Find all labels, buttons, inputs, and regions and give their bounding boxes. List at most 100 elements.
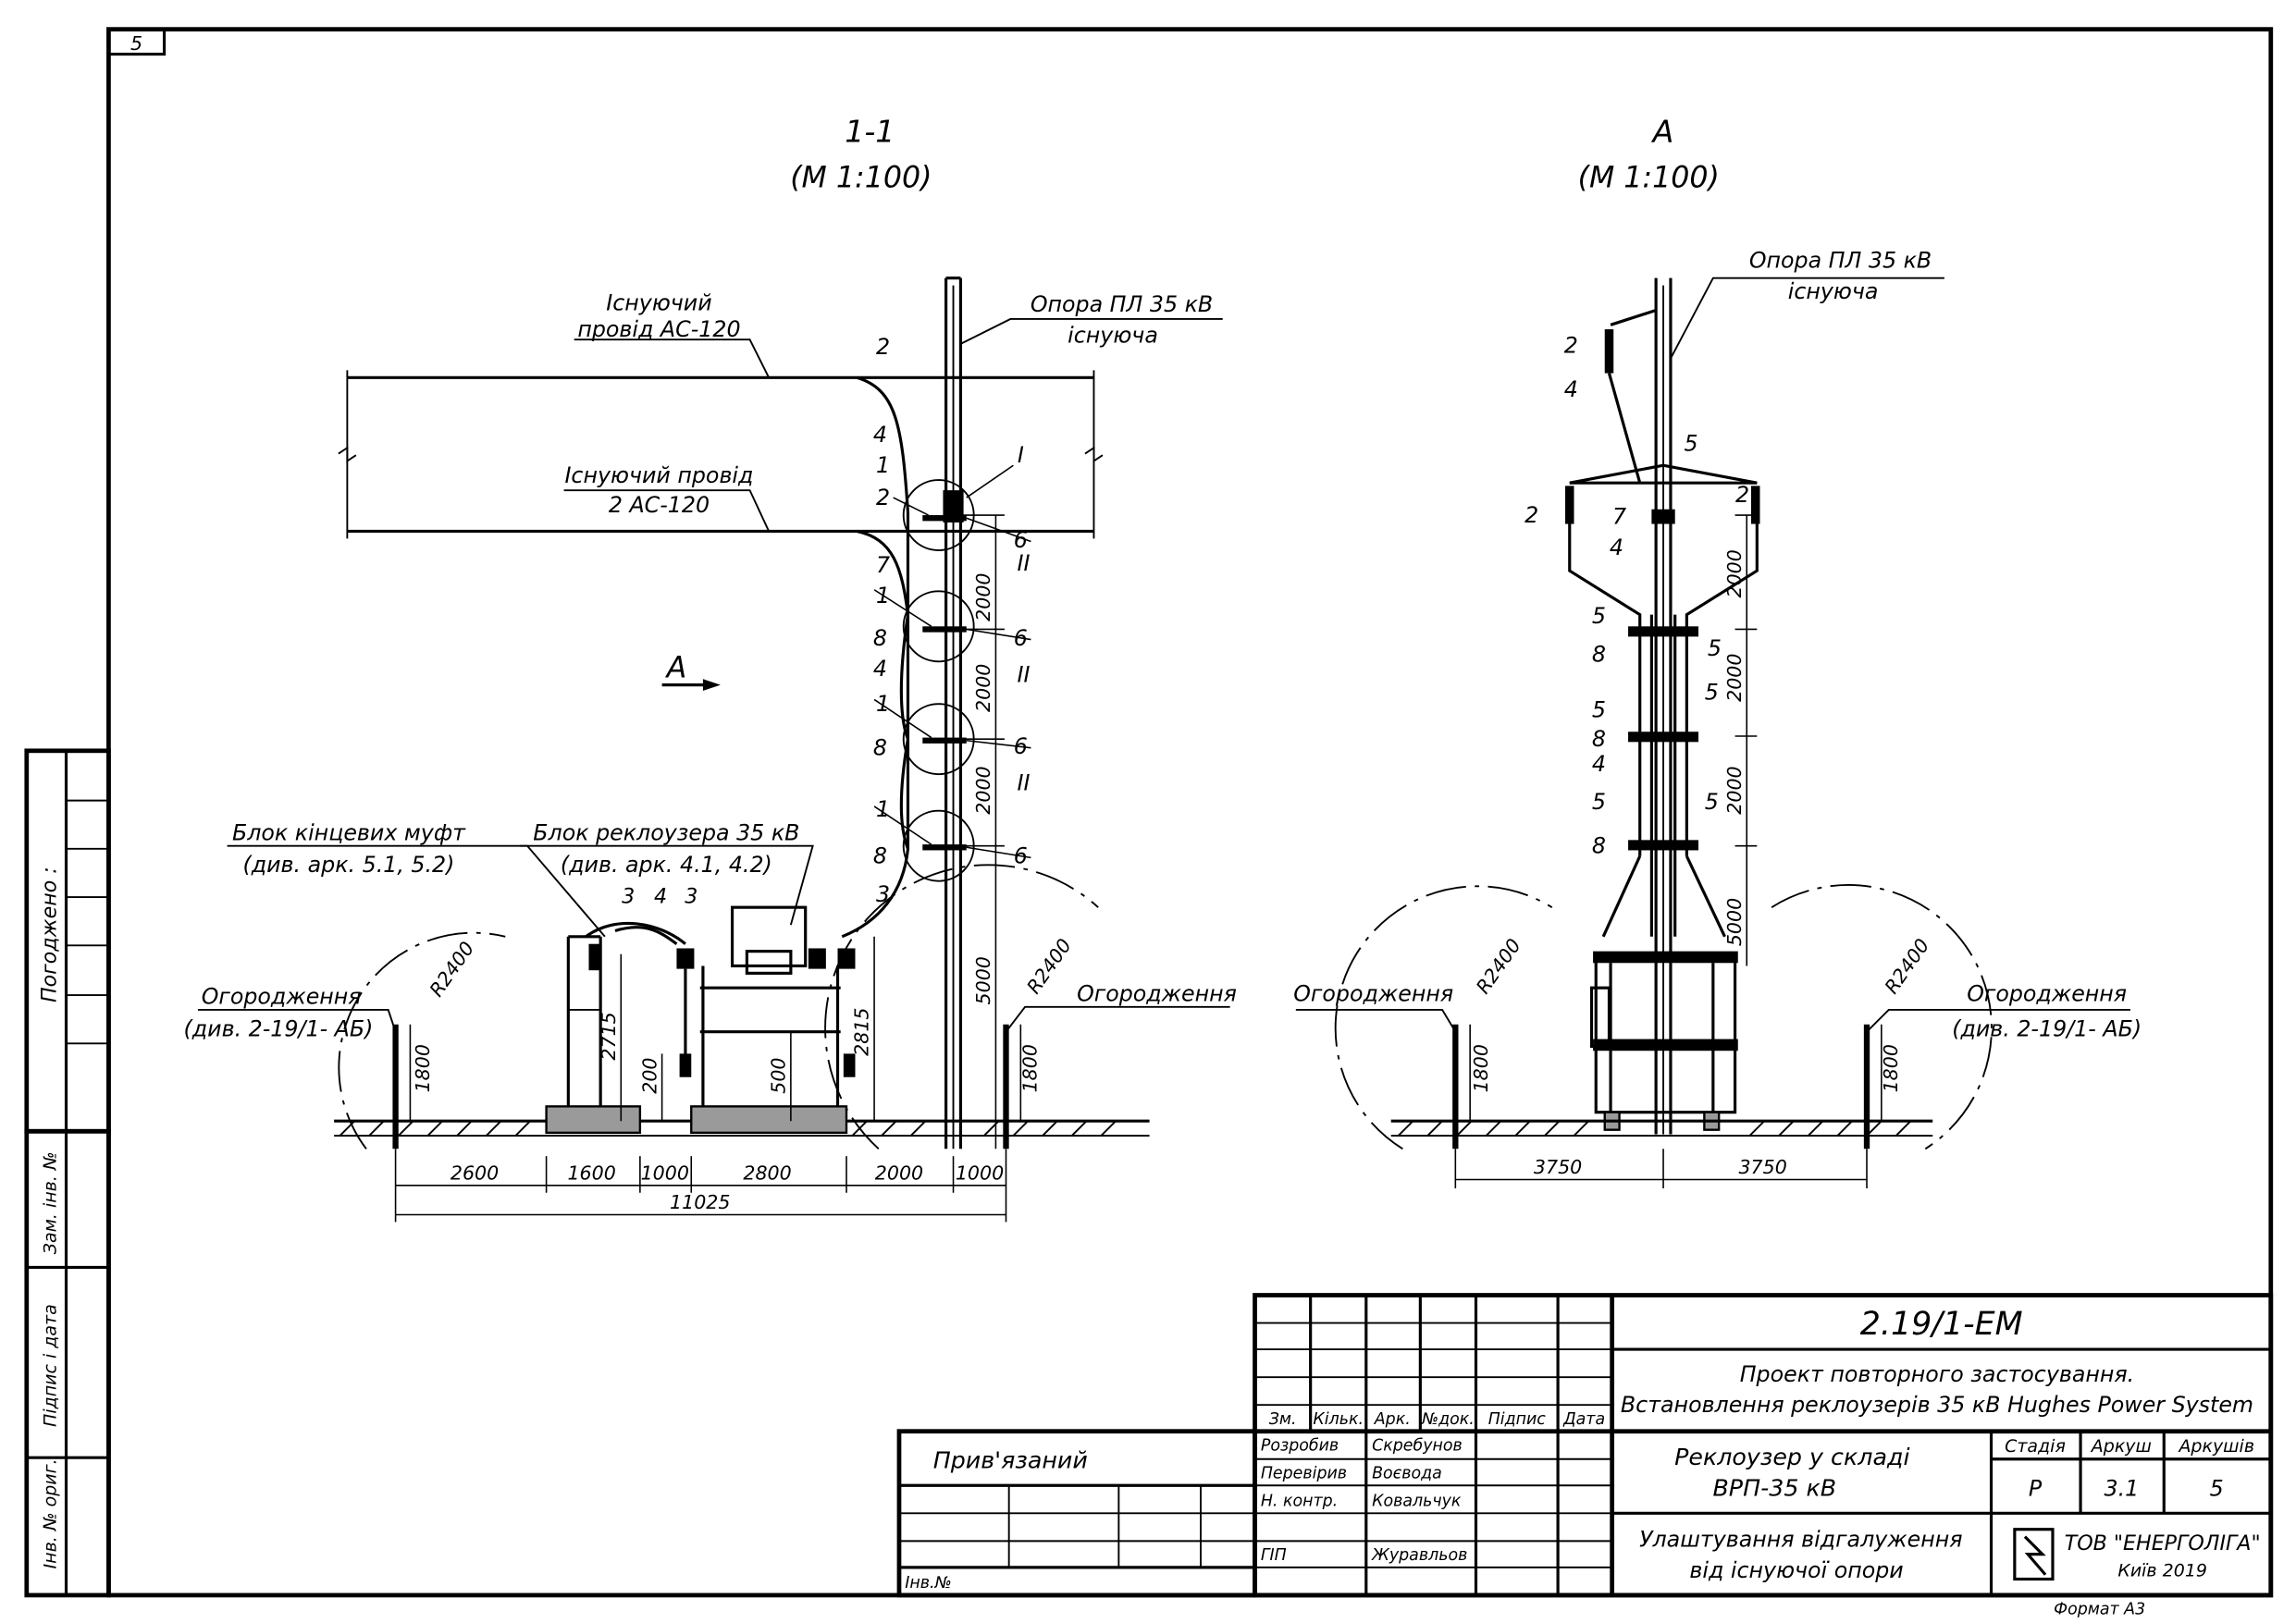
svg-text:2800: 2800 bbox=[743, 1162, 791, 1185]
svg-text:Розробив: Розробив bbox=[1261, 1436, 1339, 1455]
sheets-label: Аркушів bbox=[2177, 1436, 2254, 1457]
stage-value: Р bbox=[2029, 1475, 2043, 1501]
svg-text:2000: 2000 bbox=[972, 572, 994, 621]
callout-muff-block-l2: (див. арк. 5.1, 5.2) bbox=[242, 852, 454, 878]
svg-text:1800: 1800 bbox=[1880, 1044, 1902, 1092]
svg-text:4: 4 bbox=[1592, 751, 1606, 777]
callout-pole-l1: Опора ПЛ 35 кВ bbox=[1031, 291, 1213, 317]
signatory-names: Скребунов Воєвода Ковальчук Журавльов bbox=[1371, 1436, 1467, 1565]
sheet-title-line2: від існуючої опори bbox=[1689, 1557, 1903, 1583]
svg-text:4: 4 bbox=[873, 656, 887, 682]
recloser-block bbox=[585, 905, 856, 1135]
callout-fence-right: Огородження bbox=[1077, 980, 1237, 1006]
svg-text:2600: 2600 bbox=[451, 1162, 499, 1185]
svg-text:2: 2 bbox=[1564, 332, 1578, 358]
svg-text:Скребунов: Скребунов bbox=[1372, 1436, 1463, 1455]
callout-fence-left-l2: (див. 2-19/1- АБ) bbox=[184, 1015, 374, 1041]
bottom-dimensions-a bbox=[1454, 1149, 1868, 1188]
svg-text:2000: 2000 bbox=[1723, 654, 1746, 702]
agreed-label: Погоджено : bbox=[37, 867, 61, 1002]
svg-text:1000: 1000 bbox=[956, 1162, 1004, 1185]
svg-text:2815: 2815 bbox=[851, 1007, 873, 1055]
pole-35kv bbox=[922, 277, 967, 1150]
svg-text:Кільк.: Кільк. bbox=[1313, 1410, 1364, 1429]
svg-text:3750: 3750 bbox=[1738, 1156, 1786, 1178]
svg-text:Зм.: Зм. bbox=[1269, 1410, 1297, 1429]
svg-text:8: 8 bbox=[873, 625, 887, 651]
svg-text:8: 8 bbox=[1592, 833, 1606, 859]
svg-text:2: 2 bbox=[1524, 502, 1538, 528]
callout-fence-a-right-l1: Огородження bbox=[1967, 980, 2127, 1006]
svg-text:1: 1 bbox=[876, 452, 890, 478]
callout-fence-a-left: Огородження bbox=[1293, 980, 1453, 1006]
muff-block bbox=[545, 935, 642, 1135]
sheet-value: 3.1 bbox=[2104, 1475, 2139, 1501]
marks-top-block: 3 4 3 bbox=[622, 884, 697, 908]
doc-title-line1: Реклоузер у складі bbox=[1674, 1443, 1909, 1470]
svg-text:I: I bbox=[1018, 442, 1024, 468]
stage-label: Стадія bbox=[2005, 1436, 2066, 1457]
replace-inv-label: Зам. інв. № bbox=[40, 1151, 60, 1254]
section-1-1-scale: (М 1:100) bbox=[790, 162, 932, 195]
svg-text:4: 4 bbox=[654, 884, 667, 908]
svg-text:2: 2 bbox=[1735, 482, 1749, 508]
sheet-title-line1: Улаштування відгалуження bbox=[1639, 1527, 1962, 1553]
title-block: 2.19/1-ЕМ Проект повторного застосування… bbox=[1253, 1293, 2274, 1619]
svg-text:ГІП: ГІП bbox=[1261, 1546, 1287, 1565]
svg-text:2000: 2000 bbox=[1723, 766, 1746, 814]
svg-text:3: 3 bbox=[876, 881, 890, 907]
section-a-scale: (М 1:100) bbox=[1578, 162, 1720, 195]
svg-text:2000: 2000 bbox=[972, 664, 994, 712]
svg-text:8: 8 bbox=[873, 843, 887, 869]
sheet-label: Аркуш bbox=[2090, 1436, 2152, 1457]
view-arrow-label: А bbox=[665, 652, 687, 685]
section-1-1: 1-1 (М 1:100) bbox=[184, 114, 1237, 1223]
svg-text:3: 3 bbox=[622, 884, 635, 908]
marks-left-a: 2 4 2 7 4 5 8 5 8 4 5 8 bbox=[1524, 332, 1626, 858]
svg-text:1800: 1800 bbox=[1470, 1044, 1492, 1092]
svg-text:8: 8 bbox=[1592, 726, 1606, 752]
section-1-1-title: 1-1 bbox=[845, 114, 895, 150]
svg-text:II: II bbox=[1017, 770, 1030, 796]
svg-text:8: 8 bbox=[1592, 641, 1606, 667]
signatory-roles: Розробив Перевірив Н. контр. ГІП bbox=[1261, 1436, 1347, 1565]
svg-text:7: 7 bbox=[876, 552, 890, 578]
marks-left-1: 2 4 1 2 7 1 8 4 1 8 1 8 3 bbox=[873, 334, 890, 907]
marks-right-1: I 6 II 6 II 6 II 6 bbox=[1014, 442, 1031, 869]
bottom-dimension-labels-1: 2600 1600 1000 2800 2000 1000 11025 bbox=[451, 1162, 1004, 1214]
svg-text:II: II bbox=[1017, 661, 1030, 687]
svg-text:Ковальчук: Ковальчук bbox=[1372, 1492, 1462, 1510]
svg-text:1800: 1800 bbox=[412, 1044, 434, 1092]
svg-text:4: 4 bbox=[1610, 535, 1623, 560]
recloser-frame-a bbox=[1589, 951, 1738, 1131]
callout-existing-wire2-l1: Існуючий провід bbox=[564, 462, 753, 488]
radius-label-a-right: R2400 bbox=[1881, 935, 1934, 998]
vertical-dimension-labels-1: 2000 2000 2000 5000 2715 2815 200 500 18… bbox=[412, 572, 1042, 1093]
svg-text:5: 5 bbox=[1705, 679, 1719, 705]
svg-text:4: 4 bbox=[873, 422, 887, 448]
svg-text:1600: 1600 bbox=[567, 1162, 615, 1185]
svg-text:Н. контр.: Н. контр. bbox=[1261, 1492, 1338, 1510]
svg-text:Журавльов: Журавльов bbox=[1371, 1546, 1467, 1565]
callout-recloser-block-l2: (див. арк. 4.1, 4.2) bbox=[561, 852, 772, 878]
svg-text:500: 500 bbox=[768, 1058, 790, 1094]
svg-text:3: 3 bbox=[685, 884, 697, 908]
dim-total: 11025 bbox=[670, 1191, 730, 1213]
sign-date-label: Підпис і дата bbox=[40, 1304, 60, 1427]
bottom-dimension-labels-a: 3750 3750 bbox=[1534, 1156, 1787, 1178]
svg-text:Воєвода: Воєвода bbox=[1372, 1464, 1442, 1482]
svg-text:Підпис: Підпис bbox=[1488, 1410, 1547, 1429]
svg-text:Дата: Дата bbox=[1562, 1410, 1605, 1429]
svg-text:5: 5 bbox=[1685, 430, 1698, 456]
section-a: А (М 1:100) bbox=[1293, 114, 2142, 1188]
clamps-a bbox=[1628, 626, 1699, 851]
callout-pole-a-l2: існуюча bbox=[1788, 278, 1879, 304]
section-a-title: А bbox=[1651, 114, 1674, 150]
binding-block: Прив'язаний Інв.№ bbox=[896, 1429, 1257, 1598]
designation: 2.19/1-ЕМ bbox=[1860, 1306, 2023, 1343]
company-logo-icon bbox=[2013, 1528, 2055, 1581]
radius-label-a-left: R2400 bbox=[1472, 935, 1525, 998]
svg-text:5000: 5000 bbox=[1723, 898, 1746, 946]
callout-existing-wire-l2: провід АС-120 bbox=[577, 316, 740, 342]
